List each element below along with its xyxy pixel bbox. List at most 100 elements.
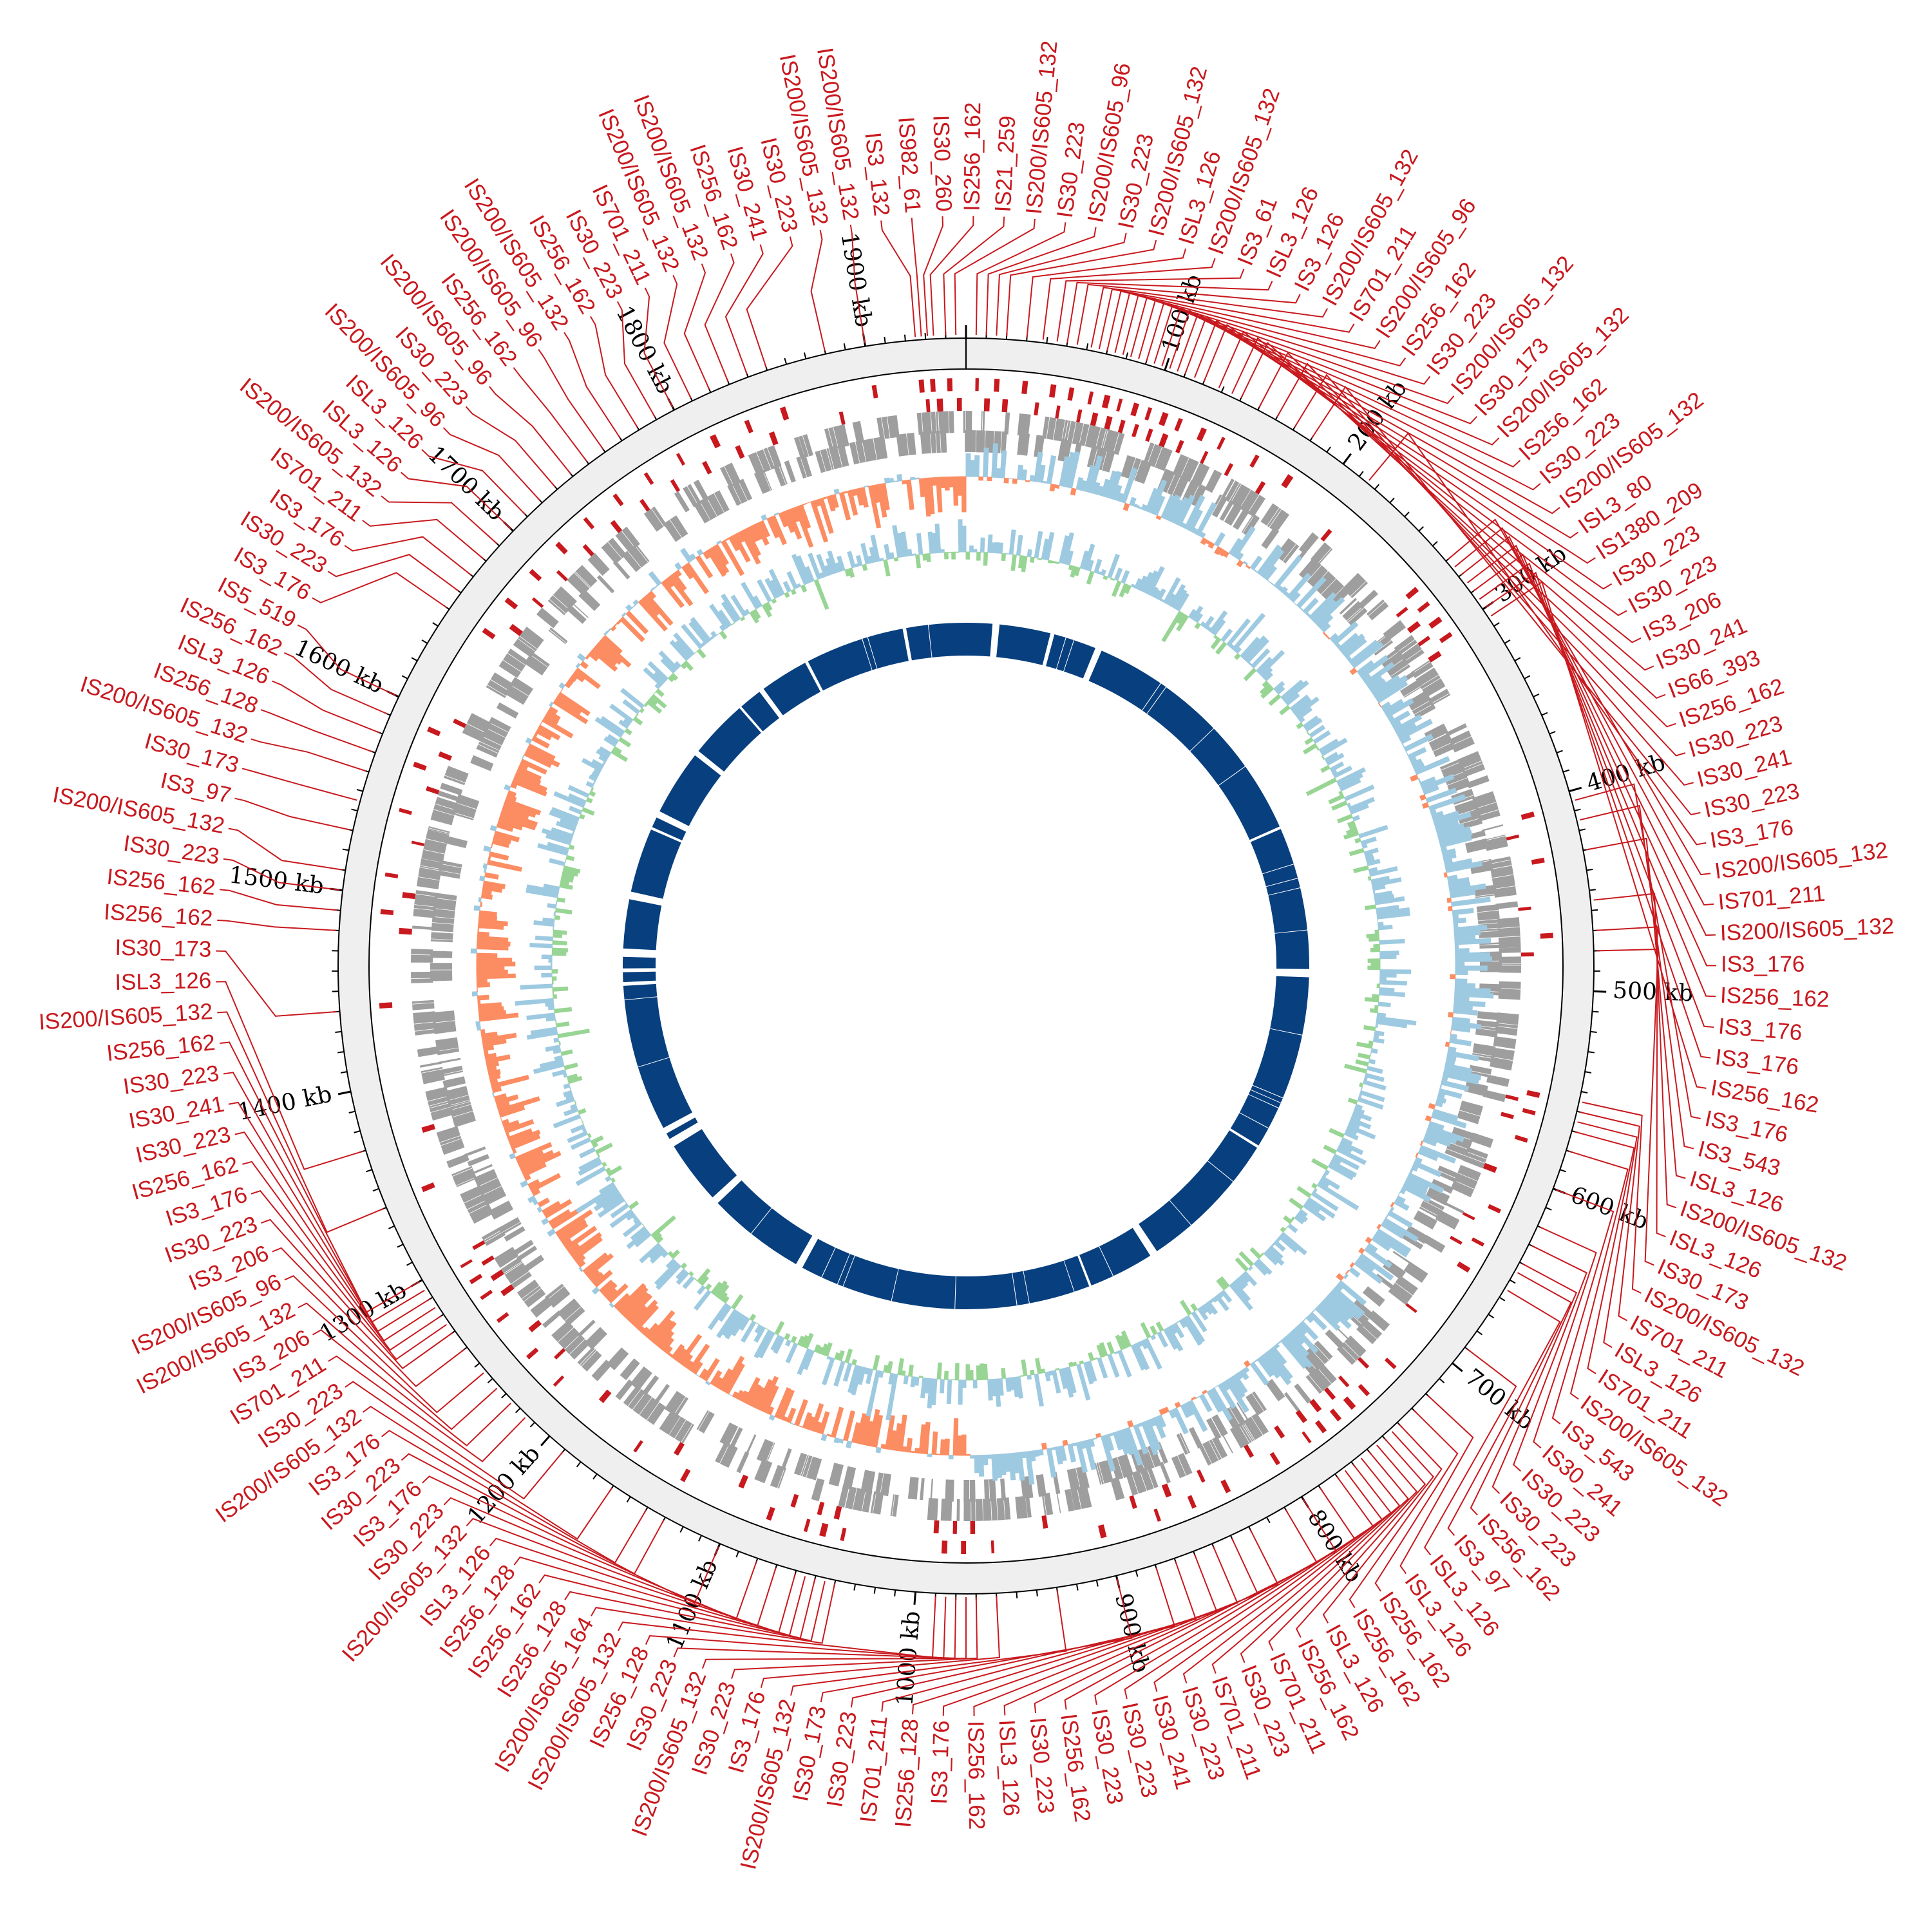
minor-tick	[1514, 657, 1521, 662]
is-leader-line	[228, 1101, 431, 1332]
is-leader-line	[465, 406, 556, 488]
minor-tick	[1533, 693, 1540, 697]
is-elements-reverse-strand	[399, 398, 1534, 1534]
minor-tick	[884, 337, 886, 344]
minor-tick	[1493, 622, 1500, 627]
is-leader-line	[442, 427, 541, 501]
is-leader-line	[1124, 1476, 1374, 1700]
is-leader-line	[344, 536, 471, 576]
is-leader-line	[401, 1453, 665, 1575]
is-leader-line	[1231, 337, 1654, 671]
is-leader-line	[401, 471, 511, 529]
minor-tick	[1562, 769, 1570, 773]
minor-tick	[1016, 1591, 1018, 1598]
minor-tick	[576, 1461, 582, 1468]
is-leader-line	[1580, 1111, 1640, 1321]
is-leader-line	[564, 1580, 826, 1642]
is-leader-line	[1268, 1444, 1418, 1651]
is-leader-line	[1169, 310, 1560, 515]
minor-tick	[735, 1551, 739, 1558]
is-element-label: IS3_176	[1714, 1045, 1800, 1080]
is-leader-line	[1258, 352, 1676, 728]
is-leader-line	[1153, 1470, 1383, 1692]
is-leader-line	[1577, 1121, 1638, 1349]
is-leader-line	[1066, 281, 1273, 343]
is-leader-line	[1454, 527, 1714, 906]
minor-tick	[843, 343, 846, 350]
is-leader-line	[217, 919, 336, 931]
major-tick	[1342, 453, 1352, 465]
is-leader-line	[489, 1537, 796, 1634]
is-element-label: IS200/IS605_132	[38, 999, 213, 1035]
minor-tick	[1559, 1169, 1567, 1173]
is-element-label: IS982_61	[893, 116, 925, 214]
minor-tick	[803, 352, 807, 359]
is-leader-line	[1146, 301, 1500, 446]
minor-tick	[1389, 497, 1395, 504]
is-leader-line	[271, 680, 380, 734]
is-element-label: IS30_223	[122, 831, 221, 869]
minor-tick	[1432, 541, 1438, 547]
major-tick	[1452, 1362, 1463, 1372]
minor-tick	[501, 1393, 507, 1399]
is-leader-line	[1551, 1189, 1615, 1425]
is-leader-line	[790, 1590, 1067, 1696]
is-element-label: IS30_223	[122, 1061, 221, 1099]
is-leader-line	[1090, 287, 1329, 348]
is-leader-line	[1064, 1499, 1337, 1710]
is-leader-line	[663, 274, 692, 399]
is-leader-line	[1368, 432, 1707, 846]
is-leader-line	[1349, 1424, 1443, 1608]
is-leader-line	[923, 216, 944, 336]
minor-tick	[356, 788, 363, 792]
is-leader-line	[1076, 283, 1301, 345]
is-leader-line	[1593, 893, 1677, 1209]
is-leader-line	[1056, 269, 1245, 342]
is-leader-line	[616, 301, 656, 417]
is-element-label: ISL3_126	[994, 1719, 1025, 1817]
tick-label: 500 kb	[1612, 977, 1694, 1007]
minor-tick	[853, 1584, 857, 1591]
minor-tick	[421, 639, 428, 644]
minor-tick	[1556, 750, 1563, 753]
minor-tick	[784, 357, 788, 365]
is-leader-line	[362, 518, 484, 560]
minor-tick	[1476, 1330, 1483, 1336]
is-leader-line	[234, 1131, 436, 1342]
minor-tick	[529, 1421, 536, 1428]
is-leader-line	[1006, 240, 1157, 337]
data-tracks	[379, 378, 1553, 1555]
is-leader-line	[1423, 1349, 1517, 1556]
minor-tick	[365, 1169, 373, 1173]
minor-tick	[351, 808, 358, 812]
major-tick	[1164, 357, 1170, 371]
is-leader-line	[880, 220, 916, 337]
is-leader-line	[1461, 536, 1716, 936]
minor-tick	[1404, 511, 1410, 517]
is-leader-line	[1211, 1457, 1401, 1674]
is-element-label: IS3_176	[1721, 952, 1804, 977]
is-leader-line	[1138, 299, 1477, 424]
is-leader-line	[220, 1041, 420, 1313]
minor-tick	[354, 1130, 361, 1133]
minor-tick	[1581, 1091, 1588, 1094]
is-leader-line	[1582, 1101, 1643, 1294]
is-leader-line	[466, 1517, 777, 1627]
minor-tick	[1549, 730, 1556, 735]
is-leader-line	[297, 624, 397, 696]
is-leader-line	[1580, 804, 1694, 1150]
is-element-label: IS256_162	[1719, 983, 1830, 1012]
is-leader-line	[1182, 1464, 1392, 1683]
backbone-ring	[337, 337, 1595, 1595]
major-tick	[1593, 990, 1607, 993]
major-tick	[1569, 786, 1582, 793]
is-element-label: IS30_260	[928, 115, 956, 212]
minor-tick	[397, 1244, 404, 1248]
is-leader-line	[242, 1160, 442, 1351]
is-leader-line	[724, 244, 764, 375]
is-element-label: IS21_259	[990, 115, 1021, 213]
minor-tick	[487, 1378, 493, 1383]
is-leader-line	[1153, 304, 1521, 468]
minor-tick	[1439, 1378, 1445, 1383]
is-leader-line	[954, 218, 1036, 336]
